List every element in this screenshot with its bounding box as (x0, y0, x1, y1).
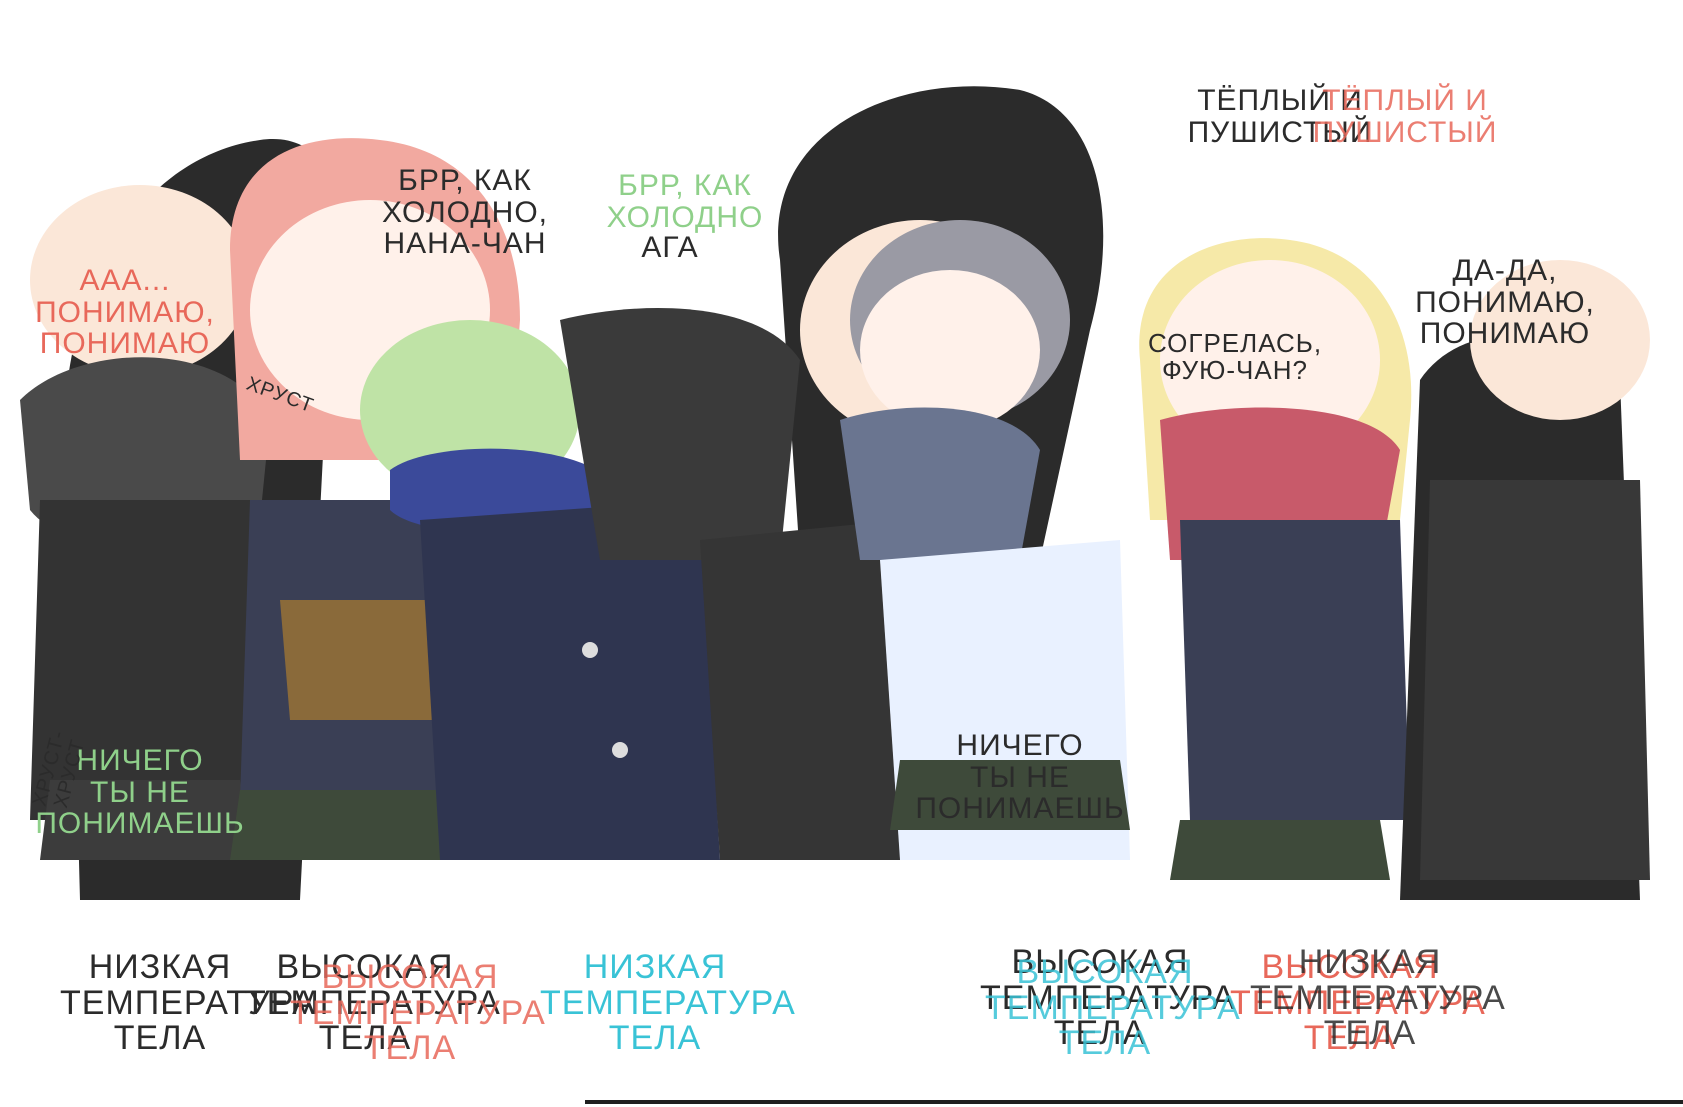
speech-nichego-green: НИЧЕГО ТЫ НЕ ПОНИМАЕШЬ (35, 744, 245, 840)
speech-aaah: ААА... ПОНИМАЮ, ПОНИМАЮ (35, 264, 215, 360)
character-dark-hair-right (1400, 260, 1650, 900)
caption-high-temp-3: ВЫСОКАЯ ТЕМПЕРАТУРА ТЕЛА (980, 943, 1236, 1053)
caption-high-temp-5: ВЫСОКАЯ ТЕМПЕРАТУРА ТЕЛА (1230, 948, 1486, 1058)
speech-da: ДА-ДА, ПОНИМАЮ, ПОНИМАЮ (1415, 254, 1595, 350)
speech-aga: АГА (641, 231, 699, 264)
caption-low-temp-1: НИЗКАЯ ТЕМПЕРАТУРА ТЕЛА (60, 948, 316, 1058)
caption-high-temp-4: ВЫСОКАЯ ТЕМПЕРАТУРА ТЕЛА (985, 953, 1241, 1063)
character-grey-hair (840, 220, 1130, 860)
divider-line (585, 1100, 1683, 1104)
caption-high-temp-2: ВЫСОКАЯ ТЕМПЕРАТУРА ТЕЛА (290, 958, 546, 1068)
speech-teply-red: ТЁПЛЫЙ И ПУШИСТЫЙ (1312, 84, 1498, 149)
character-green-hair (360, 320, 720, 860)
character-blonde (1139, 238, 1412, 880)
speech-teply-black: ТЁПЛЫЙ И ПУШИСТЫЙ (1187, 84, 1373, 149)
speech-brr-black: БРР, КАК ХОЛОДНО, НАНА-ЧАН (381, 164, 549, 260)
speech-nichego-black: НИЧЕГО ТЫ НЕ ПОНИМАЕШЬ (915, 729, 1125, 825)
caption-low-temp-3: НИЗКАЯ ТЕМПЕРАТУРА ТЕЛА (1250, 943, 1506, 1053)
caption-low-temp-2: НИЗКАЯ ТЕМПЕРАТУРА ТЕЛА (540, 948, 796, 1058)
speech-brr-green: БРР, КАК ХОЛОДНО (606, 169, 764, 234)
speech-sogrelas: СОГРЕЛАСЬ, ФУЮ-ЧАН? (1147, 328, 1323, 386)
caption-high-temp-1: ВЫСОКАЯ ТЕМПЕРАТУРА ТЕЛА (245, 948, 501, 1058)
